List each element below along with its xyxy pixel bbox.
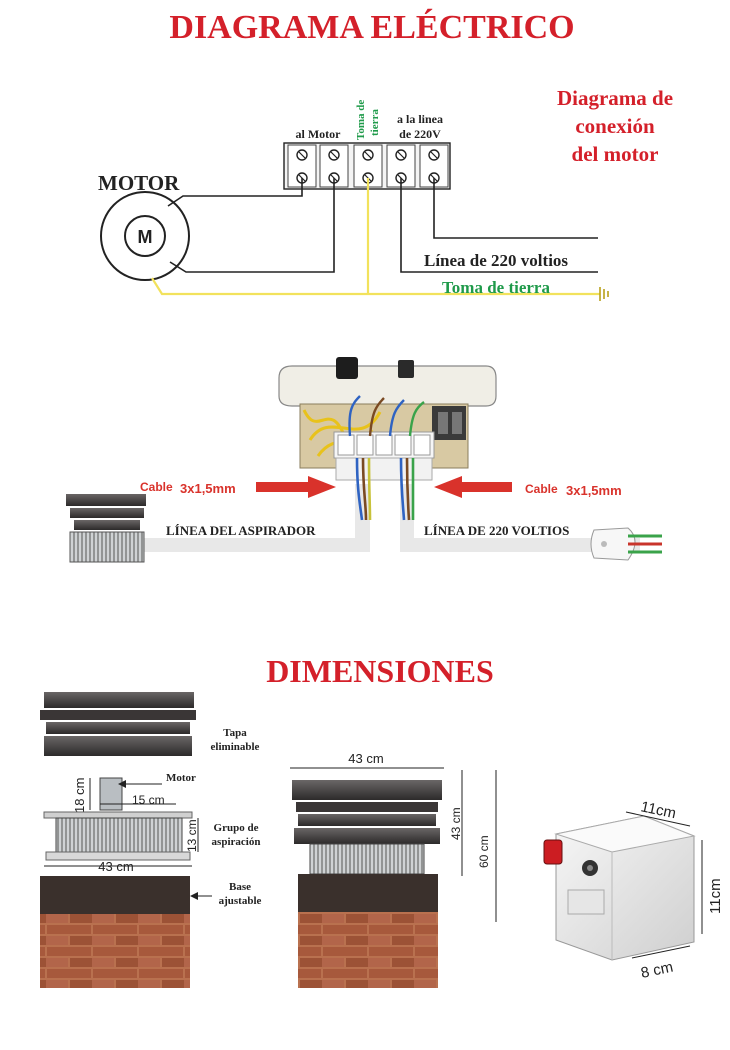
cable-label-right-prefix: Cable (525, 482, 558, 496)
wiring-diagram: al Motor Toma de tierra a la linea de 22… (98, 86, 673, 301)
dim-43cm-exploded: 43 cm (98, 859, 133, 874)
cable-arrow-right (434, 476, 512, 498)
box-height: 11cm (707, 878, 724, 914)
dim-43cm-side: 43 cm (449, 807, 463, 840)
box-terminal-2 (356, 434, 374, 456)
terminal-screw-slot (298, 151, 306, 159)
exploded-view: Tapa eliminable Motor 18 cm 15 cm 13 cm … (40, 692, 262, 988)
motor-symbol-letter: M (138, 227, 153, 247)
base-label-1: Base (229, 881, 251, 893)
dim-15cm: 15 cm (132, 793, 165, 807)
motor-symbol: M (100, 191, 190, 281)
dimensions-title: DIMENSIONES (266, 653, 494, 689)
box-terminal-3 (375, 434, 393, 456)
connection-title-3: del motor (572, 142, 659, 166)
grupo-label-1: Grupo de (214, 822, 259, 834)
connection-title-2: conexión (575, 114, 655, 138)
svg-text:Cable 3x1,5mm: Cable 3x1,5mm (140, 480, 236, 496)
box-terminal-5 (413, 434, 431, 456)
box-depth: 8 cm (639, 959, 674, 982)
motor-dimension-label: Motor (166, 772, 196, 784)
control-box-illustration (278, 357, 497, 481)
cable-label-right-spec: 3x1,5mm (566, 483, 622, 498)
linea-220-label-2: de 220V (399, 127, 441, 141)
wires (151, 178, 600, 296)
dim-60cm: 60 cm (477, 835, 491, 868)
connection-title-1: Diagrama de (557, 86, 673, 110)
al-motor-label: al Motor (296, 127, 342, 141)
terminal-block (283, 142, 451, 190)
toma-tierra-label-1: Toma de (355, 100, 367, 140)
terminal-screw-slot (397, 151, 405, 159)
motor-heading: MOTOR (98, 171, 180, 195)
cable-label-left-prefix: Cable (140, 480, 173, 494)
tapa-label-2: eliminable (211, 741, 260, 753)
main-title: DIAGRAMA ELÉCTRICO (169, 9, 574, 46)
terminal-screw-slot (364, 151, 372, 159)
dim-18cm: 18 cm (72, 778, 87, 813)
toma-tierra-label-2: tierra (369, 109, 381, 136)
cable-label-left-spec: 3x1,5mm (180, 481, 236, 496)
terminal-screw-slot (330, 151, 338, 159)
power-plug-icon (590, 527, 662, 561)
terminal-screw-slot (430, 151, 438, 159)
linea-220-label-1: a la linea (397, 112, 443, 126)
box-terminal-1 (337, 434, 355, 456)
line-220-volts-label: LÍNEA DE 220 VOLTIOS (424, 523, 569, 538)
control-box-dimensions: 11cm 11cm 8 cm (543, 798, 724, 982)
earth-label: Toma de tierra (442, 278, 550, 297)
dim-43cm-top: 43 cm (348, 751, 383, 766)
grupo-label-2: aspiración (212, 836, 261, 848)
cable-arrow-left (256, 476, 336, 498)
line-220-label: Línea de 220 voltios (424, 251, 568, 270)
tapa-label-1: Tapa (223, 727, 247, 739)
earth-symbol-icon (599, 287, 609, 301)
box-terminal-4 (394, 434, 412, 456)
assembled-view: 43 cm 43 cm 60 cm (290, 751, 497, 988)
dim-13cm: 13 cm (185, 819, 199, 852)
chimney-extractor-small (66, 494, 146, 563)
aspirador-line-label: LÍNEA DEL ASPIRADOR (166, 523, 316, 538)
base-label-2: ajustable (219, 895, 262, 907)
svg-text:Cable 3x1,5mm: Cable 3x1,5mm (525, 482, 622, 498)
